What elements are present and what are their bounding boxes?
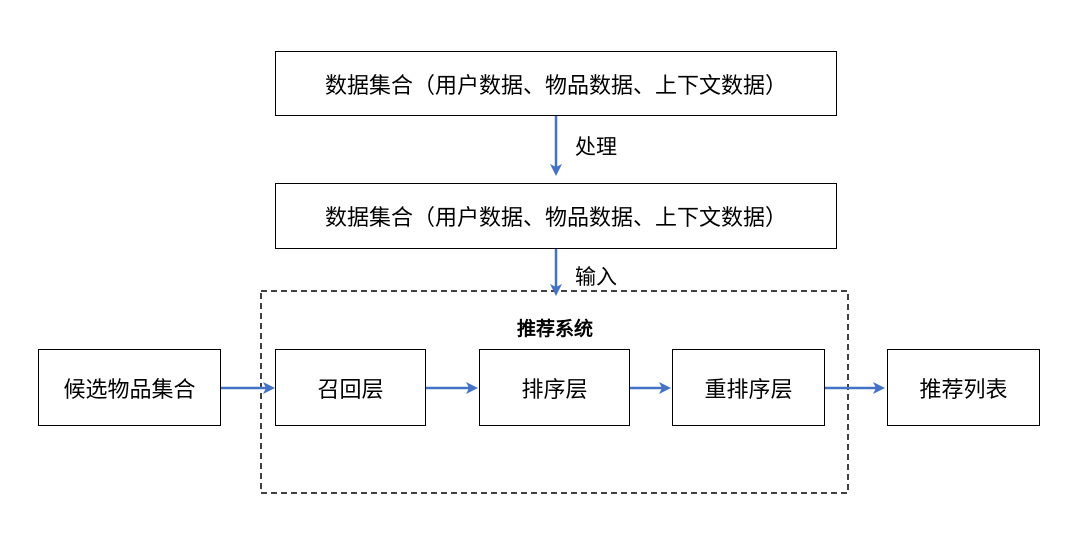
rerank-layer-label: 重排序层: [704, 377, 793, 403]
rerank-layer-box: 重排序层: [672, 349, 825, 426]
recommend-list-box: 推荐列表: [887, 349, 1040, 426]
processed-dataset-label: 数据集合（用户数据、物品数据、上下文数据）: [324, 206, 787, 231]
rank-layer-label: 排序层: [521, 377, 588, 403]
input-label: 输入: [575, 265, 617, 289]
processed-dataset-box: 数据集合（用户数据、物品数据、上下文数据）: [275, 183, 837, 249]
process-label: 处理: [575, 135, 617, 159]
recall-layer-label: 召回层: [317, 377, 384, 403]
recommend-list-label: 推荐列表: [919, 377, 1008, 403]
candidate-items-box: 候选物品集合: [38, 349, 221, 426]
recall-layer-box: 召回层: [275, 349, 426, 426]
raw-dataset-label: 数据集合（用户数据、物品数据、上下文数据）: [324, 73, 787, 99]
candidate-items-label: 候选物品集合: [63, 377, 196, 403]
raw-dataset-box: 数据集合（用户数据、物品数据、上下文数据）: [275, 51, 837, 116]
recommendation-system-title: 推荐系统: [516, 318, 593, 340]
rank-layer-box: 排序层: [479, 349, 630, 426]
